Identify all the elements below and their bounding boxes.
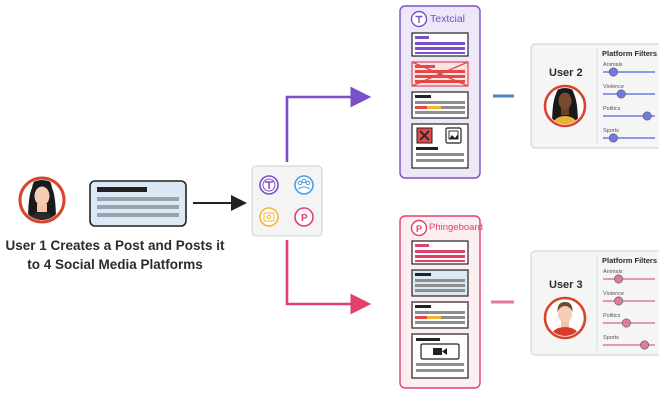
user1-caption: User 1 Creates a Post and Posts it to 4 …	[0, 236, 230, 274]
user3-label: User 3	[549, 279, 583, 291]
phingeboard-logo-icon: P	[410, 219, 428, 237]
phingeboard-post-mixed	[411, 301, 469, 329]
photo-app-icon	[259, 207, 279, 227]
user3-filter-label-animals: Animals	[603, 269, 623, 275]
user3-slider-knob-politics[interactable]	[621, 318, 631, 328]
platform-hub: P	[251, 165, 323, 237]
user2-filters-title: Platform Filters	[602, 49, 658, 58]
textcial-logo-icon	[410, 10, 428, 28]
user2-label: User 2	[549, 67, 583, 79]
user1-post-card	[89, 180, 187, 227]
community-icon	[294, 175, 314, 195]
user2-filter-sliders	[603, 67, 655, 143]
phingeboard-post-video	[411, 333, 469, 379]
video-icon	[420, 343, 460, 360]
user3-avatar	[543, 296, 587, 340]
textcial-title: Textcial	[430, 13, 466, 25]
route-arrow-phingeboard	[285, 240, 372, 315]
textcial-platform-panel	[399, 5, 481, 179]
textcial-post-text	[411, 32, 469, 57]
image-icon	[445, 127, 462, 144]
user2-filter-label-animals: Animals	[603, 62, 623, 68]
user2-slider-knob-animals[interactable]	[608, 67, 618, 77]
user3-slider-knob-animals[interactable]	[614, 274, 624, 284]
user2-slider-knob-violence[interactable]	[616, 89, 626, 99]
phingeboard-post-card	[411, 269, 469, 297]
textcial-post-mixed	[411, 91, 469, 119]
textcial-post-blocked	[411, 61, 469, 87]
user1-avatar	[18, 176, 66, 224]
user3-filter-label-politics: Politics	[603, 313, 621, 319]
user3-slider-knob-sports[interactable]	[640, 340, 650, 350]
user2-filter-label-sports: Sports	[603, 128, 619, 134]
caption-line-1: User 1 Creates a Post and Posts it	[5, 238, 225, 253]
caption-line-2: to 4 Social Media Platforms	[27, 257, 203, 272]
svg-text:P: P	[416, 224, 422, 234]
svg-text:P: P	[301, 213, 308, 224]
textcial-post-media-blocked	[411, 123, 469, 169]
user2-slider-knob-sports[interactable]	[608, 133, 618, 143]
phingeboard-title: Phingeboard	[429, 222, 483, 233]
user3-slider-knob-violence[interactable]	[614, 296, 624, 306]
user3-filter-label-sports: Sports	[603, 335, 619, 341]
user2-avatar	[543, 84, 587, 128]
user2-filter-label-violence: Violence	[603, 84, 624, 90]
phingeboard-post-text	[411, 240, 469, 265]
phingeboard-logo-icon: P	[294, 207, 314, 227]
user3-filter-sliders	[603, 274, 655, 350]
user2-slider-knob-politics[interactable]	[642, 111, 652, 121]
route-arrow-textcial	[285, 86, 372, 162]
user2-filter-label-politics: Politics	[603, 106, 621, 112]
user3-filters-title: Platform Filters	[602, 256, 658, 265]
phingeboard-platform-panel: P	[399, 215, 481, 389]
textcial-logo-icon	[259, 175, 279, 195]
user3-filter-label-violence: Violence	[603, 291, 624, 297]
